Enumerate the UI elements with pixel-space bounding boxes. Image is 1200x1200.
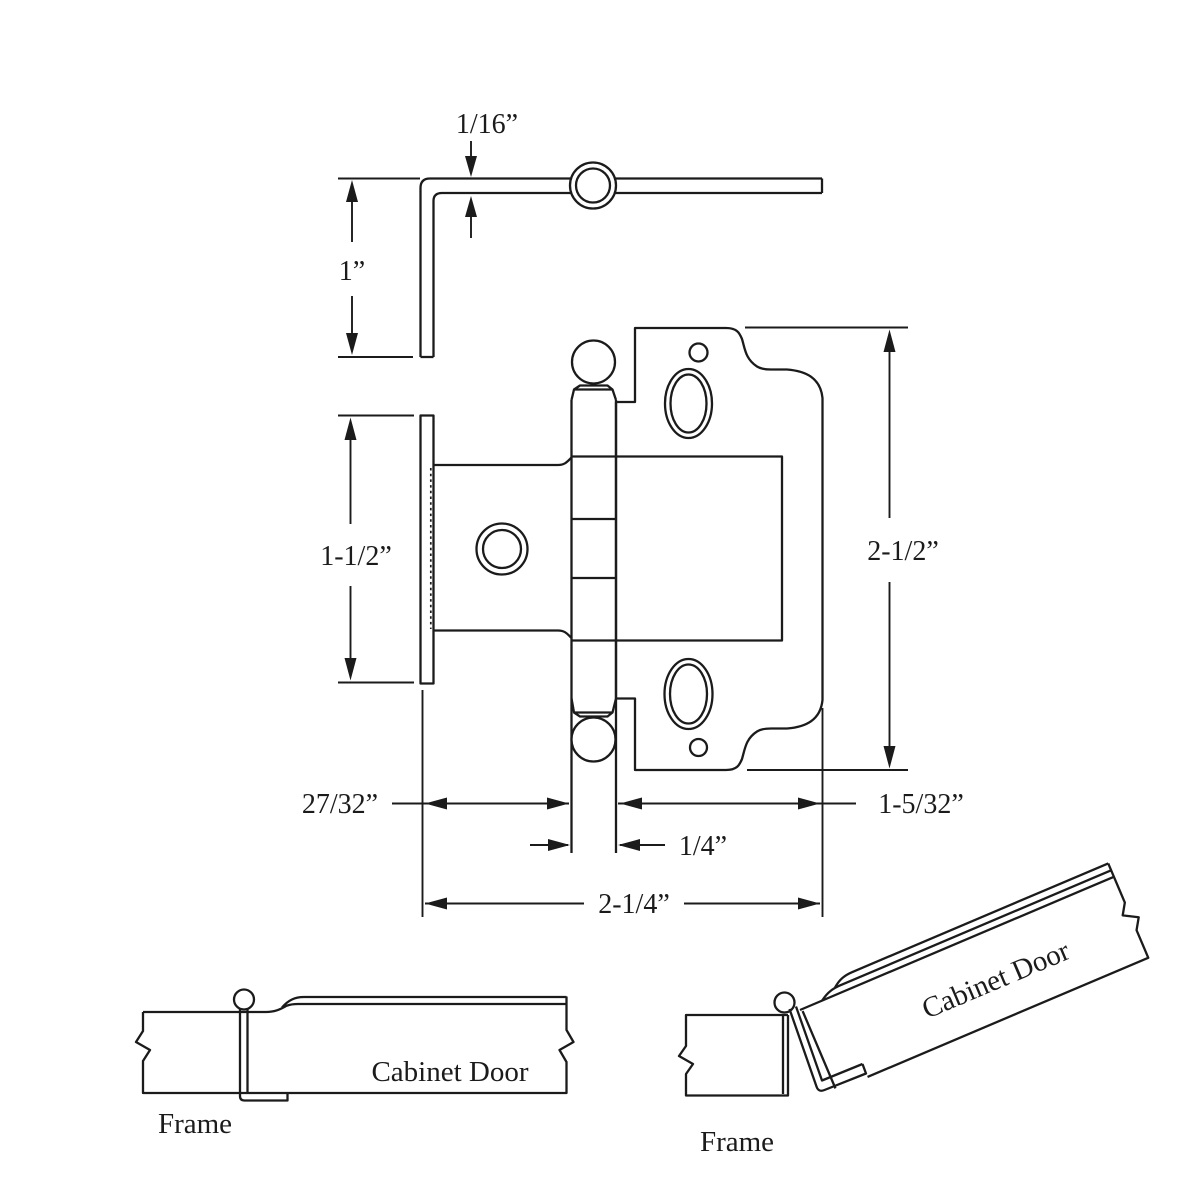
open-door-label: Cabinet Door [917,935,1074,1026]
door-leaf-inner [794,1006,863,1082]
door-lip-line-1 [821,869,1112,1002]
barrel-bottom-collar [570,698,618,718]
arrow-left-icon [425,897,447,910]
dim-label-1-1-2: 1-1/2” [320,541,392,572]
mounting-plate [614,326,824,772]
frame-door-bar [134,996,575,1095]
dimension-1-4: 1/4” [530,831,727,862]
arrow-down-icon [344,658,357,681]
arrow-down-icon [465,156,477,177]
screw-slot-top-inner [669,373,708,434]
plate-cutout [616,455,784,642]
top-view: 1/16” 1” [338,109,824,359]
ball-finial-top [570,339,617,385]
dimension-2-1-2: 2-1/2” [745,326,939,771]
front-view: 2-1/2” 1-1/2” [320,326,939,853]
dimension-1: 1” [338,177,420,358]
dimensions-bottom: 27/32” 1-5/32” 1/4” 2-1/4” [302,690,964,920]
dim-label-2-1-4: 2-1/4” [598,889,670,920]
strip-outer-edge [419,177,822,357]
dim-label-1-5-32: 1-5/32” [878,789,964,820]
dim-label-1-4: 1/4” [679,831,727,862]
dimension-27-32: 27/32” [302,789,569,820]
frame-block [677,1013,790,1097]
pin-hole-top [688,342,709,363]
door-outline [799,862,1150,1089]
open-frame-label: Frame [700,1126,774,1158]
open-door: Cabinet Door [799,862,1150,1089]
wing-hole-inner [481,528,523,570]
arrow-left-icon [620,797,642,810]
arrow-up-icon [883,329,896,352]
barrel-top-inner [574,167,612,204]
arrow-up-icon [346,180,358,202]
door-wing-bottom-edge [433,629,573,639]
closed-frame-label: Frame [158,1108,232,1140]
ball-finial [773,991,796,1014]
barrel-top-collar [570,384,618,401]
open-position-view: Cabinet Door Frame [677,862,1150,1158]
door-wing-top-edge [433,456,573,467]
ball-finial [232,988,256,1011]
screw-slot-bottom-outer [663,657,714,731]
arrow-left-icon [618,839,640,851]
dim-label-27-32: 27/32” [302,789,378,820]
pin-hole-bottom [688,737,709,758]
arrow-down-icon [883,746,896,769]
screw-slot-top-outer [663,367,714,440]
arrow-right-icon [798,797,820,810]
door-leaf-outer [788,1008,868,1092]
dim-label-2-1-2: 2-1/2” [867,536,939,567]
arrow-up-icon [465,196,477,217]
strip-inner-edge [432,191,822,357]
arrow-down-icon [346,333,358,355]
wing-hole-outer [475,522,529,576]
arrow-right-icon [547,797,569,810]
hinge-barrel [570,339,618,853]
dimension-1-16: 1/16” [456,109,518,238]
arrow-up-icon [344,417,357,440]
door-lip-line [281,995,567,1009]
strip-end-caps [420,178,824,359]
ball-finial-bottom [570,716,617,763]
arrow-right-icon [548,839,570,851]
dim-label-1: 1” [339,256,365,287]
bar-top-edge [143,1002,567,1014]
dimension-2-1-4: 2-1/4” [425,889,820,920]
dimension-1-5-32: 1-5/32” [618,789,964,820]
dim-label-1-16: 1/16” [456,109,518,140]
closed-door-label: Cabinet Door [371,1056,528,1088]
hinge-leaf-outer [238,1009,289,1102]
arrow-left-icon [425,797,447,810]
door-lip-line-2 [833,862,1109,989]
dimension-1-1-2: 1-1/2” [320,414,414,684]
closed-position-view: Cabinet Door Frame [134,988,575,1140]
arrow-right-icon [798,897,820,910]
screw-slot-bottom-inner [668,663,709,725]
